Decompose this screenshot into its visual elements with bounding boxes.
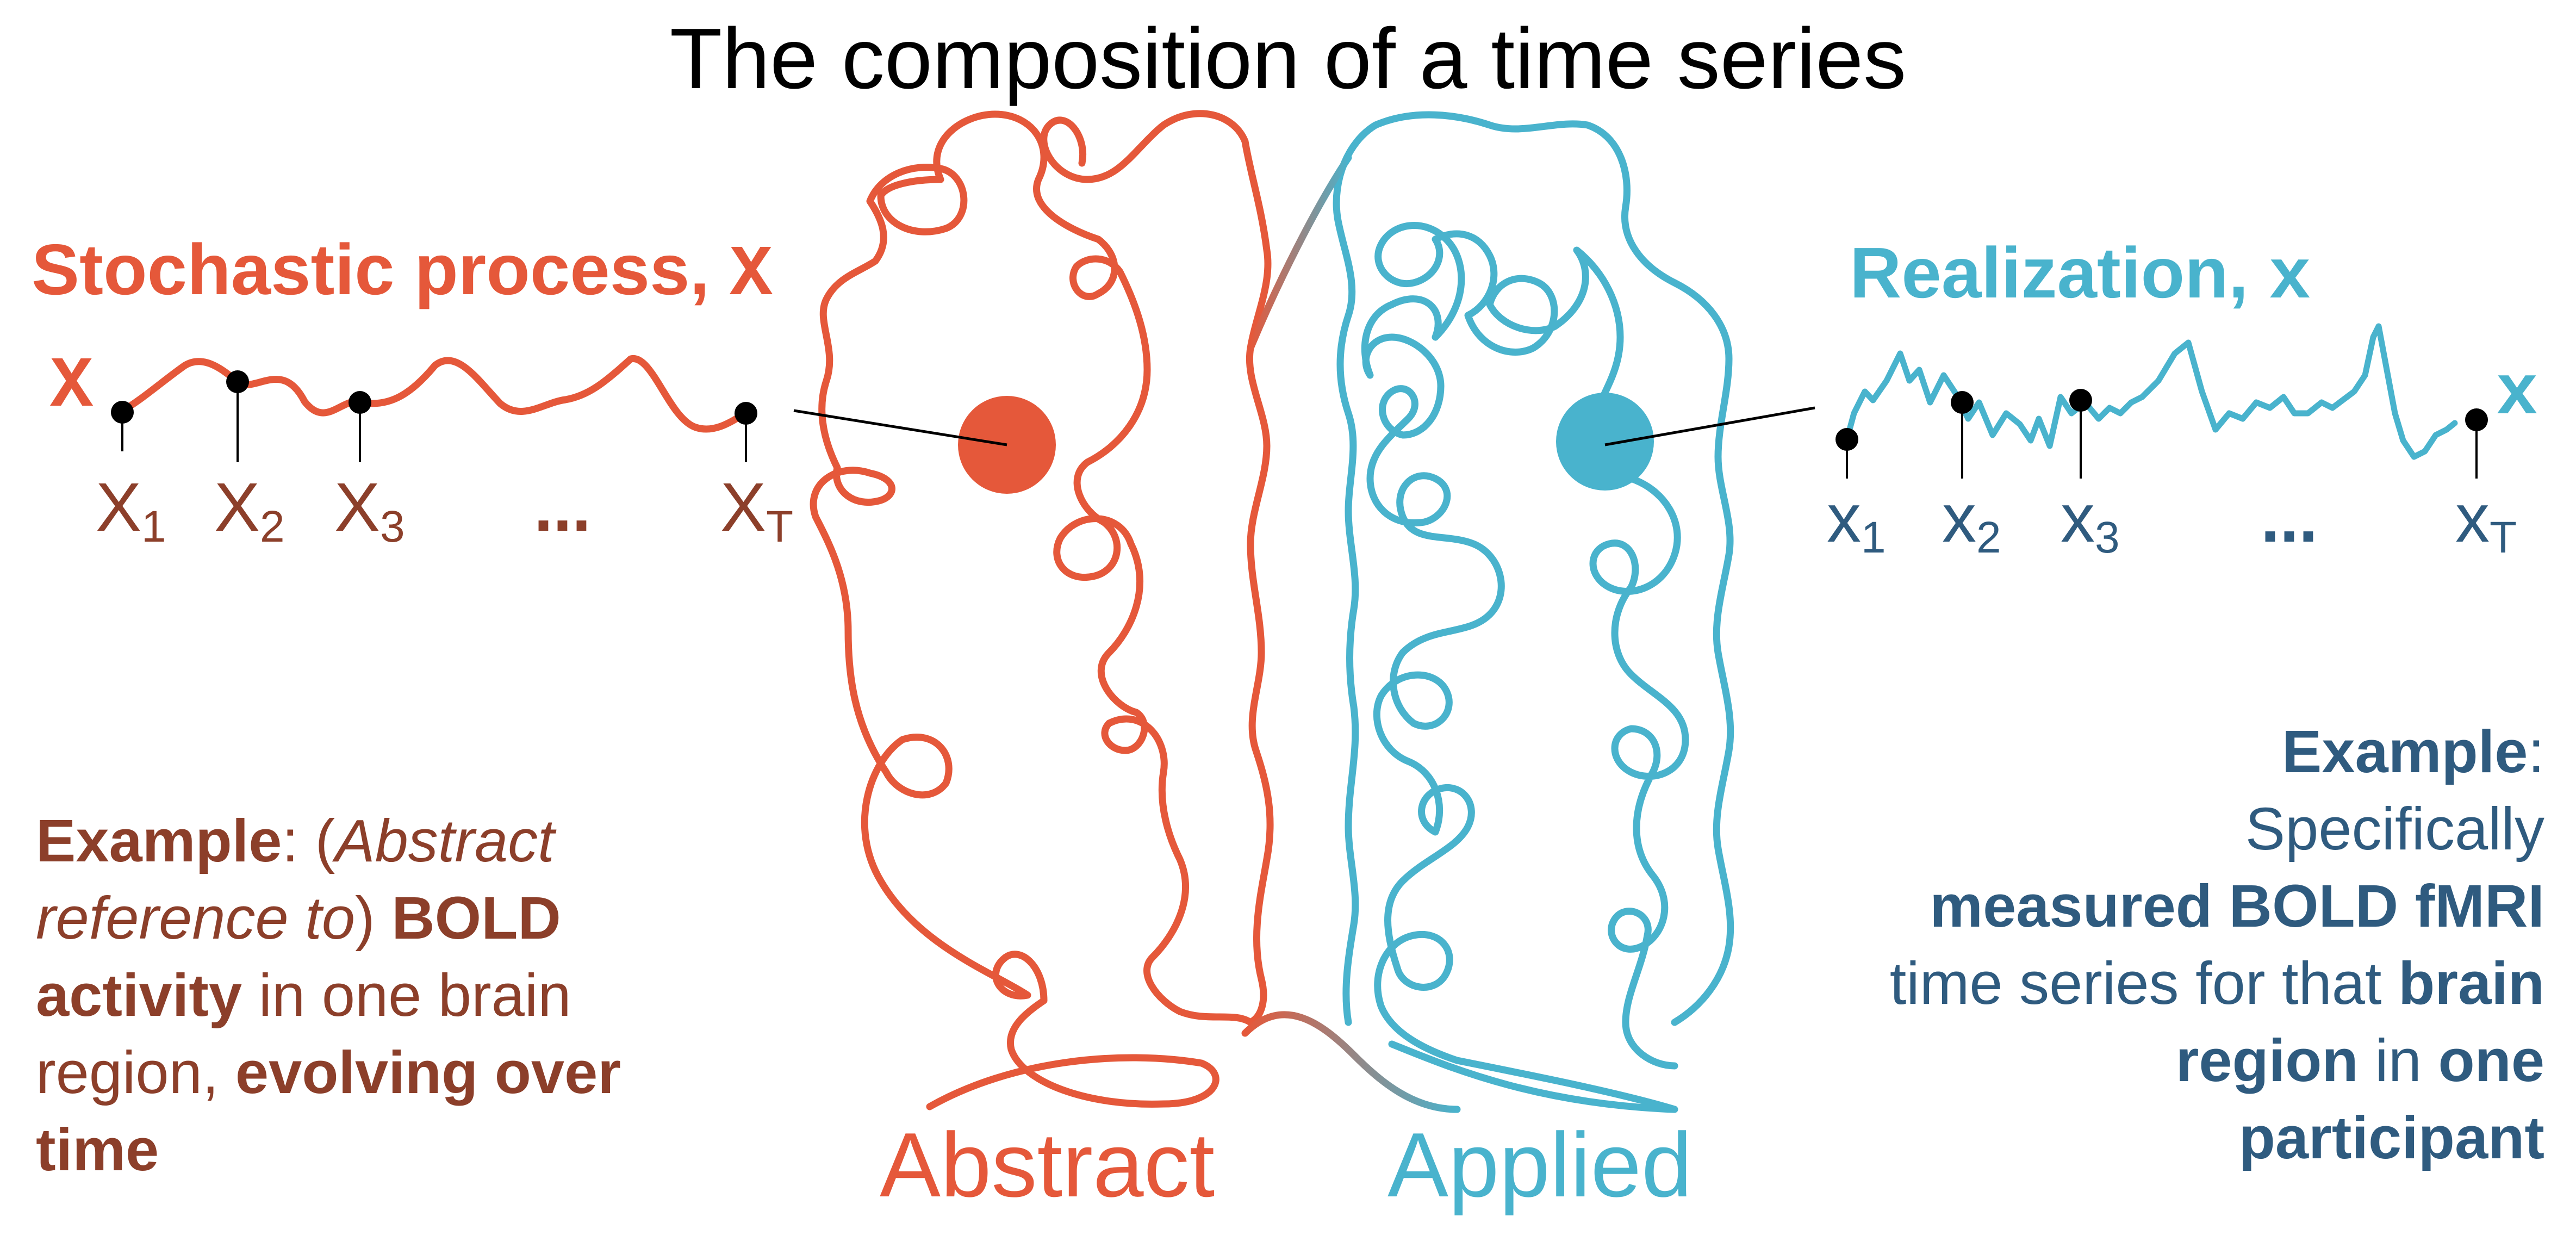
applied-realization-dot <box>1556 393 1654 491</box>
stochastic-process-heading-symbol: X <box>729 234 773 316</box>
abstract-pointer-line <box>793 409 1007 446</box>
abstract-tangle-line <box>810 110 1254 1110</box>
abstract-outline <box>1040 110 1274 1026</box>
left-observation-markers <box>111 370 757 462</box>
applied-tangle-line <box>1361 222 1689 1113</box>
left-observation-label-T: XT <box>720 469 794 551</box>
realization-heading: Realization, x <box>1850 232 2311 319</box>
left-seam-wire <box>1247 154 1352 352</box>
right-observation-label-1: x1 <box>1827 480 1886 562</box>
right-observation-markers <box>1835 389 2488 479</box>
stochastic-process-heading: Stochastic process, X <box>32 228 773 316</box>
stochastic-process-heading-text: Stochastic process, <box>32 229 730 309</box>
applied-outline <box>1333 111 1734 1026</box>
left-ellipsis: ... <box>534 469 592 545</box>
applied-pointer-line <box>1604 406 1815 446</box>
stochastic-process-series-symbol: X <box>50 346 94 427</box>
left-example-text: Example: (Abstract reference to) BOLD ac… <box>36 808 621 1183</box>
right-ellipsis: ... <box>2261 480 2318 556</box>
diagram-title: The composition of a time series <box>669 11 1907 107</box>
stochastic-process-curve <box>117 355 749 433</box>
right-observation-label-3: x3 <box>2061 480 2120 562</box>
realization-heading-text: Realization, <box>1850 233 2269 313</box>
realization-curve <box>1844 323 2458 460</box>
left-observation-label-1: X1 <box>96 469 166 551</box>
applied-caption: Applied <box>1387 1114 1693 1216</box>
left-observation-label-2: X2 <box>214 469 285 551</box>
right-observation-label-2: x2 <box>1942 480 2001 562</box>
right-observation-label-T: xT <box>2455 480 2517 562</box>
connecting-wire <box>1241 1011 1461 1113</box>
realization-heading-symbol: x <box>2268 238 2312 319</box>
abstract-caption: Abstract <box>880 1114 1215 1216</box>
left-observation-label-3: X3 <box>334 469 405 551</box>
realization-series-symbol: x <box>2496 353 2539 435</box>
